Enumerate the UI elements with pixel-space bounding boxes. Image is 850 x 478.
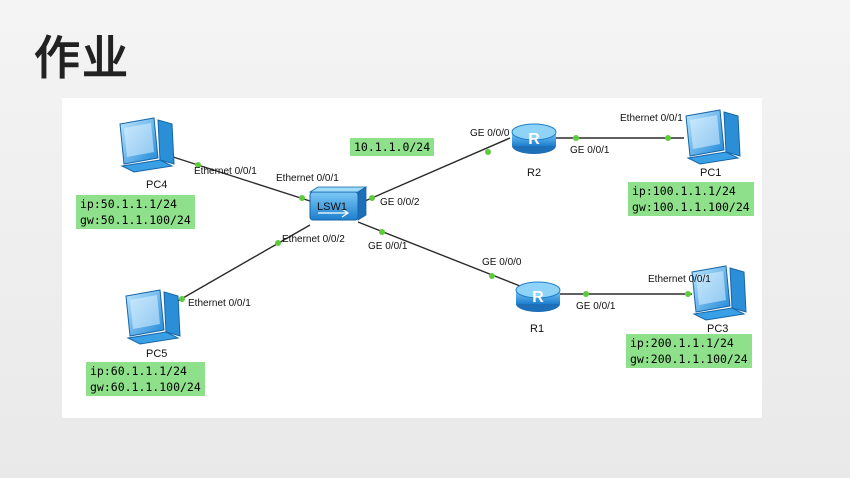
lsw1-switch-icon[interactable] (308, 186, 368, 221)
pc5-name: PC5 (146, 348, 167, 360)
pc5-ip-box: ip:60.1.1.1/24 gw:60.1.1.100/24 (86, 362, 205, 396)
port-label-pc1: Ethernet 0/0/1 (620, 113, 683, 124)
network-diagram: R (62, 98, 762, 418)
link-pc5-lsw1 (175, 224, 311, 303)
pc1-name: PC1 (700, 167, 721, 179)
pc1-gw: gw:100.1.1.100/24 (632, 200, 750, 214)
port-label-r1-pc3: GE 0/0/1 (576, 301, 616, 312)
port-label-lsw1-pc4: Ethernet 0/0/1 (276, 173, 339, 184)
port-dot (299, 195, 305, 201)
pc3-name: PC3 (707, 323, 728, 335)
pc5-icon[interactable] (125, 289, 181, 345)
port-dot (489, 273, 495, 279)
port-dot (195, 162, 201, 168)
lsw1-name: LSW1 (317, 201, 347, 213)
pc5-ip: ip:60.1.1.1/24 (90, 364, 187, 378)
port-label-r2-pc1: GE 0/0/1 (570, 145, 610, 156)
port-dot (275, 240, 281, 246)
port-dot (665, 135, 671, 141)
r1-router-icon[interactable] (515, 281, 561, 313)
link-pc4-lsw1 (169, 155, 311, 202)
port-label-pc3: Ethernet 0/0/1 (648, 274, 711, 285)
pc1-ip-box: ip:100.1.1.1/24 gw:100.1.1.100/24 (628, 182, 754, 216)
pc1-icon[interactable] (685, 109, 741, 165)
r2-name: R2 (527, 167, 541, 179)
subnet-text: 10.1.1.0/24 (354, 140, 431, 154)
port-label-lsw1-pc5: Ethernet 0/0/2 (282, 234, 345, 245)
pc4-gw: gw:50.1.1.100/24 (80, 213, 191, 227)
port-label-r2-lsw1: GE 0/0/0 (470, 128, 510, 139)
port-dot (369, 195, 375, 201)
port-dot (485, 149, 491, 155)
link-lsw1-r2 (357, 137, 511, 205)
subnet-label: 10.1.1.0/24 (350, 138, 435, 156)
port-label-pc4: Ethernet 0/0/1 (194, 166, 257, 177)
pc3-ip-box: ip:200.1.1.1/24 gw:200.1.1.100/24 (626, 334, 752, 368)
pc1-ip: ip:100.1.1.1/24 (632, 184, 736, 198)
links (169, 137, 692, 303)
pc3-gw: gw:200.1.1.100/24 (630, 352, 748, 366)
port-dot (583, 291, 589, 297)
r2-router-icon[interactable] (511, 123, 557, 155)
r1-name: R1 (530, 323, 544, 335)
pc4-icon[interactable] (119, 117, 175, 173)
port-dot (685, 291, 691, 297)
port-dot (573, 135, 579, 141)
port-dot (379, 229, 385, 235)
pc3-ip: ip:200.1.1.1/24 (630, 336, 734, 350)
port-label-pc5: Ethernet 0/0/1 (188, 298, 251, 309)
port-label-lsw1-r1: GE 0/0/1 (368, 241, 408, 252)
pc4-name: PC4 (146, 179, 167, 191)
port-dots (179, 135, 691, 302)
pc4-ip-box: ip:50.1.1.1/24 gw:50.1.1.100/24 (76, 195, 195, 229)
port-label-lsw1-r2: GE 0/0/2 (380, 197, 420, 208)
pc5-gw: gw:60.1.1.100/24 (90, 380, 201, 394)
pc4-ip: ip:50.1.1.1/24 (80, 197, 177, 211)
slide-title: 作业 (34, 31, 130, 85)
port-label-r1-lsw1: GE 0/0/0 (482, 257, 522, 268)
port-dot (179, 296, 185, 302)
topology-canvas: R (119, 109, 747, 360)
